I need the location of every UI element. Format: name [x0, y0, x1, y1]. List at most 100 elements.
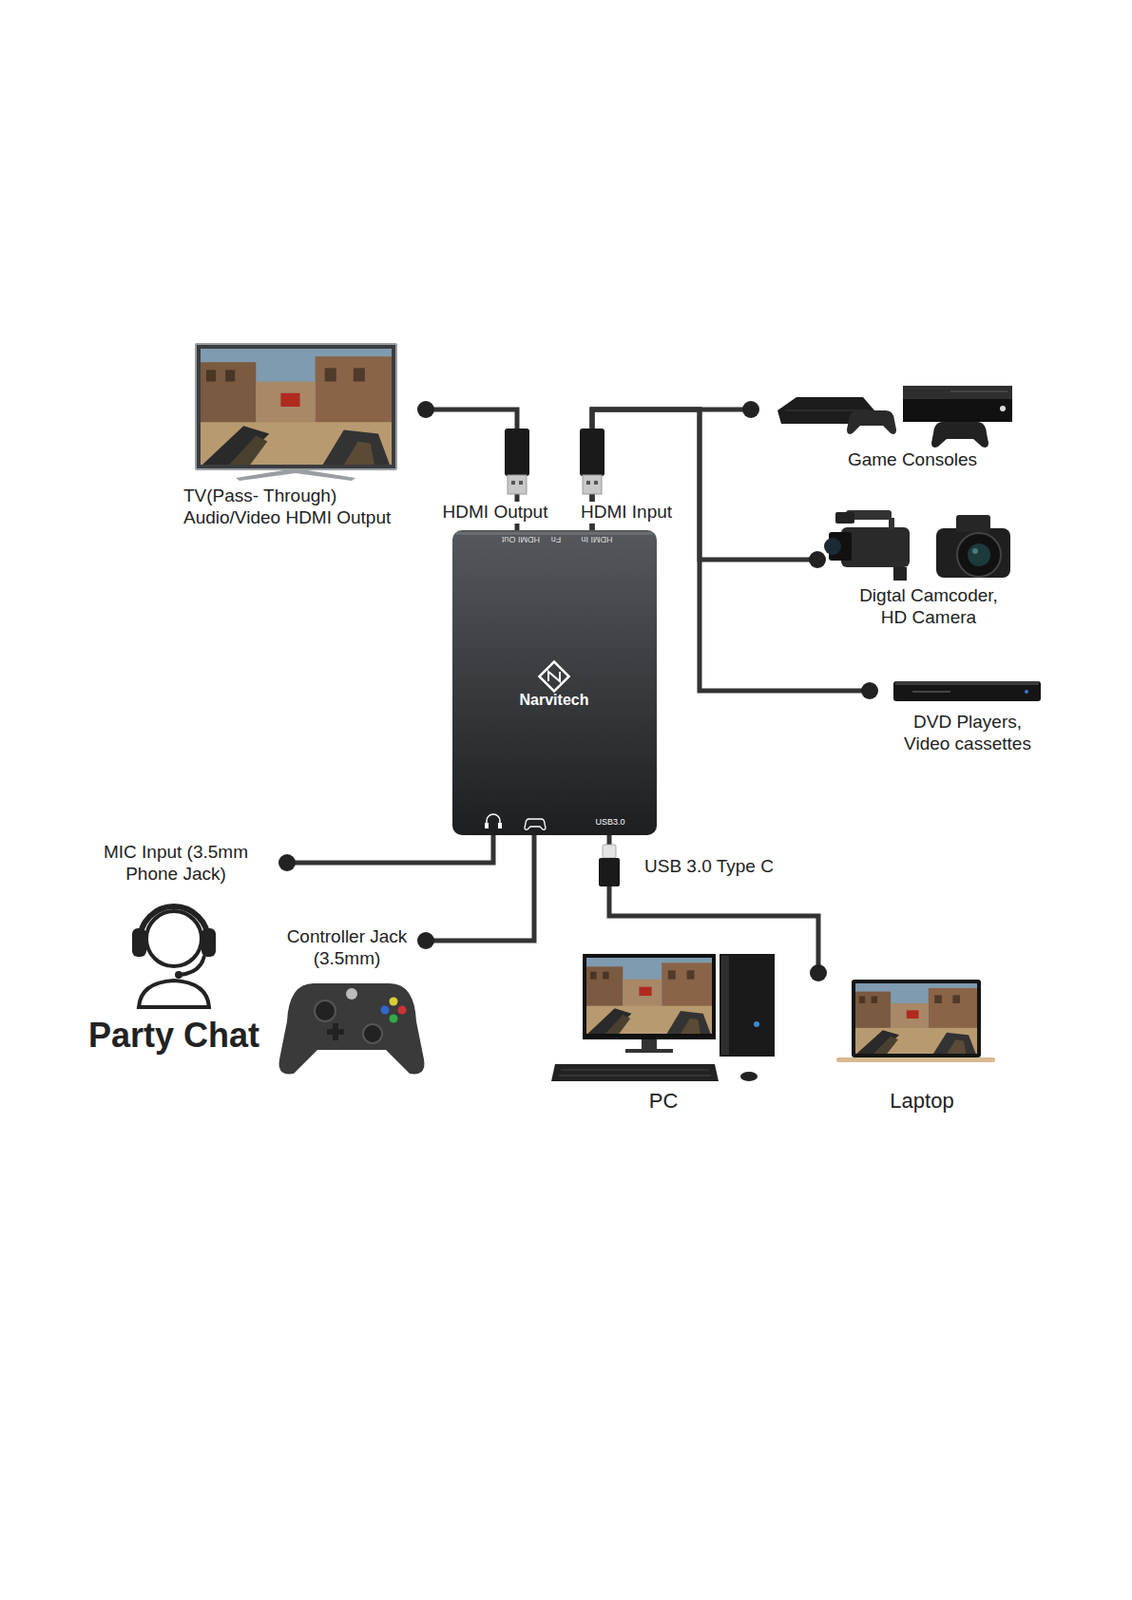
cable-label: USB 3.0 Type C: [641, 856, 777, 879]
tv-illustration: [194, 343, 398, 481]
device-label: Digtal Camcoder, HD Camera: [848, 585, 1009, 630]
camera-illustration: [956, 515, 991, 533]
dvd-player-illustration: [893, 681, 1041, 702]
device-node: HDMI OutFnHDMI InUSB3.0Narvitech: [452, 530, 657, 836]
headset-icon: [139, 906, 209, 941]
headset-icon: [132, 906, 216, 1008]
camera-illustration: [893, 567, 907, 581]
cable-end-dot: [417, 401, 435, 419]
pc-illustration: [625, 1049, 673, 1054]
pc-illustration: [558, 1075, 711, 1077]
device-label: Narvitech: [501, 690, 607, 710]
laptop-illustration: [836, 1057, 996, 1063]
device-node: Digtal Camcoder, HD Camera: [817, 498, 1038, 634]
pc-illustration: [551, 1064, 719, 1082]
camera-illustration: [824, 537, 842, 556]
laptop-illustration: [851, 979, 981, 1058]
capture-device: [548, 671, 560, 682]
hdmi-plug: [507, 475, 527, 495]
dvd-player-illustration: [895, 681, 1039, 686]
hdmi-plug: [594, 480, 598, 485]
hdmi-plug: [586, 480, 591, 485]
cable-end-dot: [809, 964, 827, 982]
pc-illustration: [560, 1070, 710, 1072]
pc-illustration: [551, 954, 775, 1082]
device-label: Laptop: [874, 1089, 970, 1114]
device-label: PC: [625, 1089, 702, 1114]
cable-end-dot: [278, 854, 296, 872]
capture-device: [456, 532, 653, 536]
cable-label: HDMI Output: [440, 501, 552, 524]
controller-illustration: [363, 1024, 383, 1044]
tv-illustration: [200, 348, 392, 465]
port-label: Fn: [548, 534, 564, 545]
hdmi-plug: [579, 428, 605, 477]
console-illustration: [931, 422, 989, 448]
pc-illustration: [586, 958, 712, 1035]
pc-illustration: [740, 1072, 758, 1082]
console-illustration: [902, 385, 1013, 400]
headset-icon: [138, 980, 210, 1008]
capture-device: [452, 530, 657, 836]
device-label: DVD Players, Video cassettes: [895, 711, 1040, 756]
headset-icon: [146, 911, 202, 967]
cable-line: [287, 835, 494, 864]
cable-end-dot: [742, 401, 760, 419]
cable-line: [609, 835, 819, 974]
controller-illustration: [398, 1006, 407, 1016]
device-label: Party Chat: [74, 1015, 274, 1056]
hdmi-plug: [504, 428, 530, 495]
device-label: Controller Jack (3.5mm): [275, 926, 419, 971]
headset-icon: [179, 956, 205, 976]
dvd-player-illustration: [893, 681, 1041, 702]
usb-c-plug: [602, 844, 616, 859]
controller-illustration: [381, 1006, 390, 1016]
camera-illustration: [888, 518, 895, 530]
controller-illustration: [279, 983, 425, 1075]
controller-illustration: [279, 983, 425, 1075]
tv-illustration: [235, 468, 356, 481]
headset-icon: [201, 928, 216, 958]
headset-icon: [174, 971, 183, 979]
pc-illustration: [719, 954, 775, 1057]
port-label: HDMI Out: [498, 534, 544, 545]
usb-c-plug: [598, 844, 620, 887]
device-node: PC: [546, 950, 789, 1127]
port-label: HDMI In: [576, 534, 617, 545]
camera-illustration: [972, 548, 979, 555]
pc-illustration: [641, 1039, 657, 1050]
cable-label: HDMI Input: [577, 501, 675, 524]
hdmi-plug: [579, 428, 605, 495]
device-node: Controller Jack (3.5mm): [270, 921, 426, 1079]
console-illustration: [950, 390, 1008, 393]
controller-illustration: [345, 988, 358, 1000]
capture-device: [486, 814, 500, 826]
camera-illustration: [835, 512, 855, 524]
capture-device: [484, 823, 489, 829]
controller-illustration: [332, 1023, 339, 1041]
pc-illustration: [582, 954, 716, 1040]
controller-illustration: [389, 1015, 399, 1024]
device-label: MIC Input (3.5mm Phone Jack): [87, 842, 265, 886]
device-node: Laptop: [807, 973, 1008, 1126]
device-label: TV(Pass- Through) Audio/Video HDMI Outpu…: [183, 485, 417, 530]
cable-end-dot: [861, 682, 879, 700]
hdmi-plug: [582, 475, 602, 495]
console-illustration: [999, 405, 1006, 412]
cable-line: [592, 409, 870, 691]
capture-device: [538, 661, 569, 691]
camera-illustration: [936, 528, 1011, 578]
cable-end-dot: [808, 551, 826, 569]
capture-device: [452, 530, 657, 836]
device-node: Game Consoles: [750, 378, 1027, 480]
headset-icon: [132, 928, 147, 958]
tv-illustration: [196, 345, 396, 469]
camera-illustration: [824, 510, 1011, 581]
hdmi-plug: [504, 428, 530, 477]
camera-illustration: [957, 533, 1001, 577]
cable-end-dot: [417, 932, 435, 950]
